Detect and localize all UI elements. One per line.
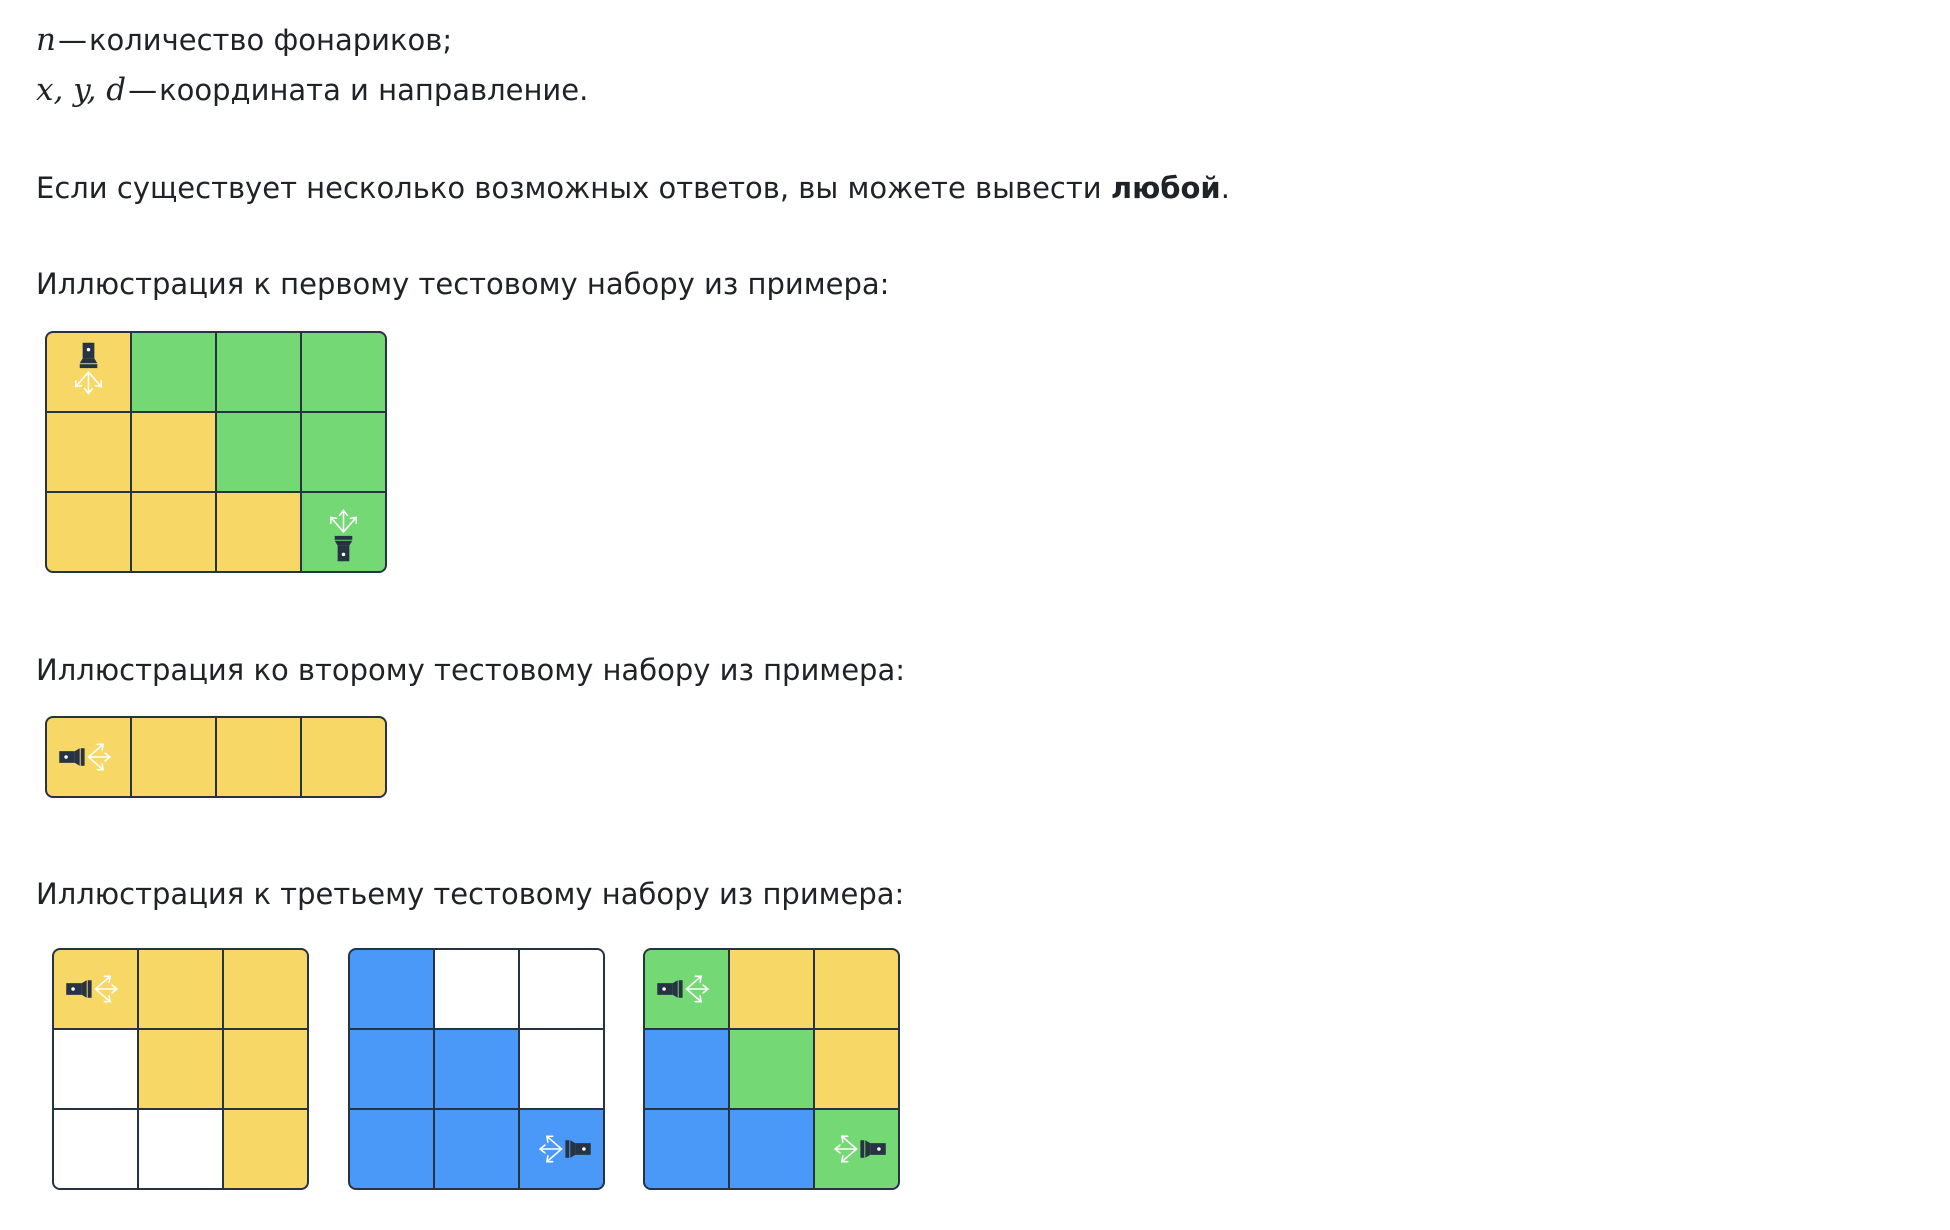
grid-cell-blue [435,1030,518,1108]
grid-cell-blue [350,1110,433,1188]
grid-cell-yellow [47,413,130,491]
flashlight-right-icon [66,975,119,1003]
flashlight-down-icon [75,342,102,395]
grid-third-test-b [348,948,605,1190]
grid-cell-yellow [132,718,215,796]
grid-cell-yellow [815,950,898,1028]
grid-cell-yellow [54,950,137,1028]
grid-cell-green [730,1030,813,1108]
flashlight-up-icon [330,509,357,562]
grid-cell-green [217,413,300,491]
grid-cell-yellow [302,718,385,796]
any-answer-note: Если существует несколько возможных отве… [36,168,1230,208]
flashlight-right-icon [657,975,710,1003]
grid-cell-yellow [47,493,130,571]
flashlight-left-icon [538,1135,591,1163]
grid-cell-blue [730,1110,813,1188]
caption-second-test: Иллюстрация ко второму тестовому набору … [36,653,905,687]
n-description: количество фонариков; [88,23,453,57]
grid-cell-yellow [47,718,130,796]
grid-cell-blue [435,1110,518,1188]
grid-second-test [45,716,387,798]
grid-cell-yellow [224,950,307,1028]
grid-cell-yellow [139,950,222,1028]
grid-cell-green [645,950,728,1028]
grid-cell-white [435,950,518,1028]
grid-cell-yellow [139,1030,222,1108]
grid-cell-yellow [224,1110,307,1188]
grid-cell-green [302,413,385,491]
grid-cell-green [815,1110,898,1188]
grid-cell-white [520,1030,603,1108]
any-answer-bold: любой [1110,171,1221,205]
xyd-description: координата и направление. [159,73,589,107]
grid-cell-yellow [47,333,130,411]
grid-cell-blue [520,1110,603,1188]
flashlight-right-icon [59,743,112,771]
math-n: n [36,22,56,58]
caption-first-test: Иллюстрация к первому тестовому набору и… [36,267,890,301]
grid-cell-yellow [132,413,215,491]
grid-cell-blue [350,950,433,1028]
variable-xyd-line: x, y, d—координата и направление. [36,70,588,110]
grid-cell-blue [645,1030,728,1108]
grid-cell-yellow [224,1030,307,1108]
grid-cell-green [132,333,215,411]
grid-first-test [45,331,387,573]
grid-cell-white [139,1110,222,1188]
grid-cell-yellow [132,493,215,571]
grid-cell-green [302,493,385,571]
any-answer-text: Если существует несколько возможных отве… [36,171,1111,205]
grid-cell-green [217,333,300,411]
math-xyd: x, y, d [36,72,127,108]
flashlight-left-icon [833,1135,886,1163]
grid-cell-blue [645,1110,728,1188]
grid-third-test-c [643,948,900,1190]
caption-third-test: Иллюстрация к третьему тестовому набору … [36,877,905,911]
grid-cell-yellow [730,950,813,1028]
grid-cell-green [302,333,385,411]
grid-cell-yellow [217,493,300,571]
grid-third-test-a [52,948,309,1190]
grid-cell-white [54,1030,137,1108]
em-dash: — [57,23,87,57]
grid-cell-yellow [217,718,300,796]
variable-n-line: n—количество фонариков; [36,20,452,60]
grid-cell-white [54,1110,137,1188]
em-dash: — [128,73,158,107]
any-answer-period: . [1220,171,1230,205]
grid-cell-white [520,950,603,1028]
grid-cell-blue [350,1030,433,1108]
grid-cell-yellow [815,1030,898,1108]
